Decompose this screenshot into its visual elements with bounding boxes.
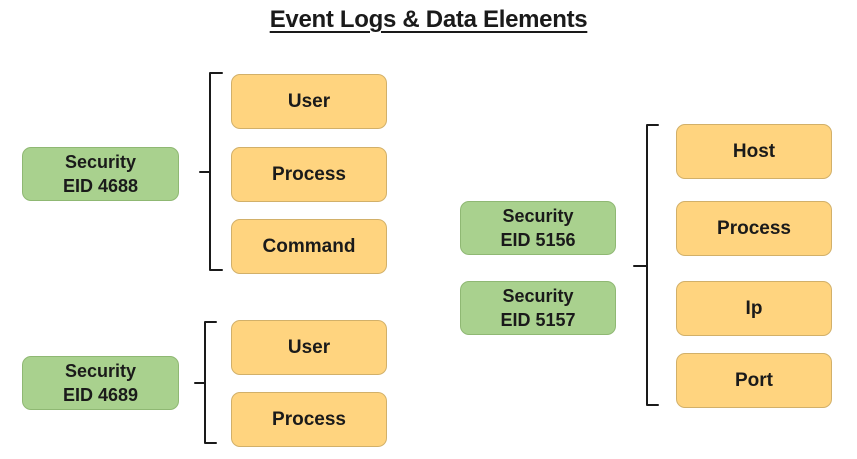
field-box-ip: Ip (676, 281, 832, 336)
field-label: Host (732, 140, 776, 162)
field-box-host: Host (676, 124, 832, 179)
field-box-user: User (231, 320, 387, 375)
field-box-command: Command (231, 219, 387, 274)
field-label: Ip (745, 297, 763, 319)
diagram-title: Event Logs & Data Elements (269, 6, 588, 33)
bracket-4688 (199, 72, 223, 271)
log-eid-label: EID 4688 (62, 176, 139, 196)
field-box-process: Process (231, 147, 387, 202)
field-box-port: Port (676, 353, 832, 408)
log-source-label: Security (502, 286, 574, 306)
log-source-label: Security (64, 361, 137, 381)
field-label: User (287, 336, 331, 358)
field-box-process: Process (231, 392, 387, 447)
log-eid-label: EID 5157 (500, 310, 576, 330)
log-eid-label: EID 5156 (500, 230, 576, 250)
log-box-eid-5157: Security EID 5157 (460, 281, 616, 335)
field-label: Process (717, 217, 791, 239)
field-label: Process (272, 163, 346, 185)
log-source-label: Security (64, 152, 137, 172)
field-box-user: User (231, 74, 387, 129)
log-box-eid-4688: Security EID 4688 (22, 147, 179, 201)
field-label: Process (272, 408, 346, 430)
field-box-process: Process (676, 201, 832, 256)
log-box-eid-4689: Security EID 4689 (22, 356, 179, 410)
field-label: User (287, 90, 331, 112)
field-label: Port (735, 369, 773, 391)
log-eid-label: EID 4689 (62, 385, 139, 405)
bracket-4689 (194, 321, 217, 444)
bracket-5156-5157 (633, 124, 659, 406)
field-label: Command (262, 235, 356, 257)
log-source-label: Security (502, 206, 574, 226)
log-box-eid-5156: Security EID 5156 (460, 201, 616, 255)
